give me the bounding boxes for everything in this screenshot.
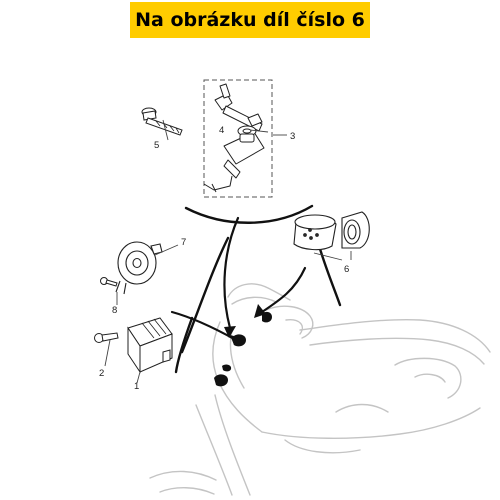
callout-5: 5 [154,140,159,151]
title-banner: Na obrázku díl číslo 6 [130,2,370,38]
callout-leader-lines [104,119,352,384]
horn [115,241,163,295]
regulator-rectifier [127,317,173,374]
mounting-locations [214,311,272,387]
callout-4: 4 [219,125,224,136]
accessory-socket [293,211,370,251]
scooter-outline [149,283,491,496]
location-arrows [170,216,307,342]
callout-1: 1 [134,381,139,392]
callout-2: 2 [99,368,104,379]
ignition-switch-assembly [203,83,265,193]
bolt [94,332,119,343]
callout-8: 8 [112,305,117,316]
callout-6: 6 [344,264,349,275]
small-bolt [100,277,118,287]
page-title: Na obrázku díl číslo 6 [135,9,365,31]
long-bolt [141,107,183,136]
right-section-curve [316,240,342,307]
left-section-curve [180,236,230,354]
callout-3: 3 [290,131,295,142]
assembly-3-dashed-box [203,79,273,198]
lower-left-section-curve [174,316,194,374]
top-section-curve [184,204,314,224]
key-cylinder [237,125,257,143]
callout-7: 7 [181,237,186,248]
